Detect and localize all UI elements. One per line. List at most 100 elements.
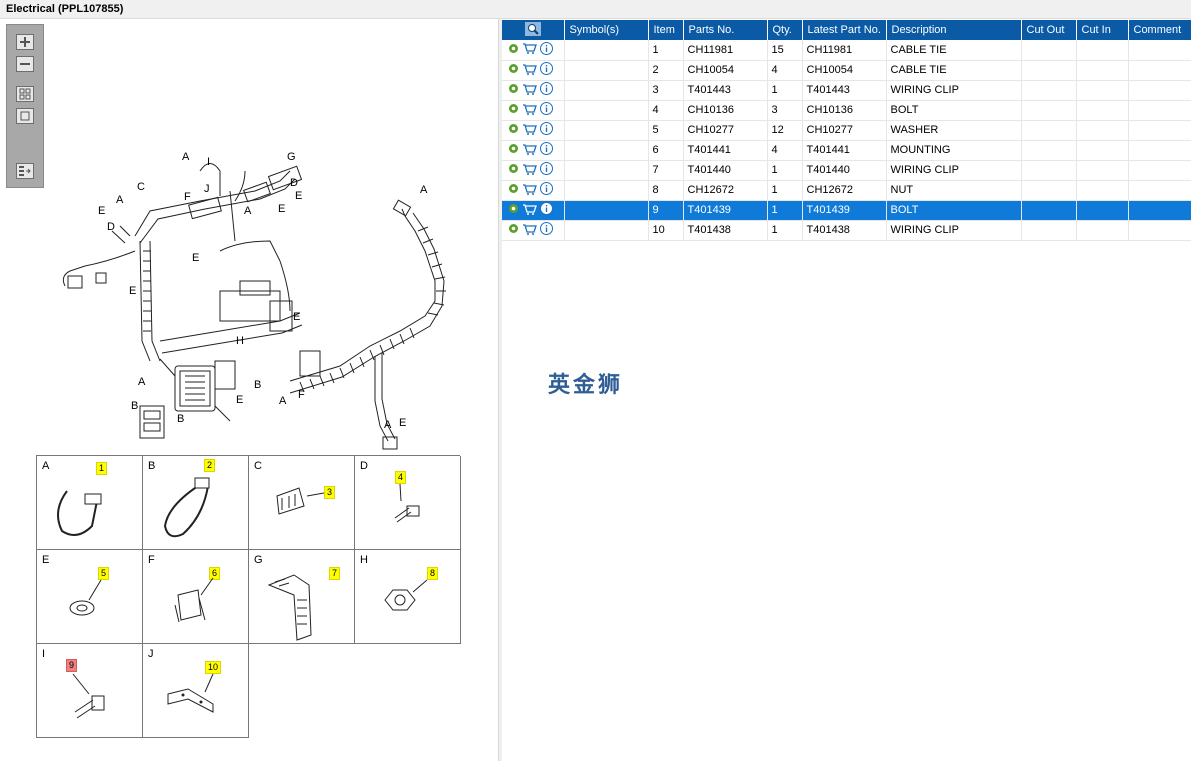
gear-icon[interactable] xyxy=(508,183,519,197)
callout-label[interactable]: B xyxy=(131,400,139,412)
latest-part-no-cell: T401443 xyxy=(802,80,887,101)
callout-label[interactable]: F xyxy=(184,191,191,203)
legend-cell-c[interactable]: C 3 xyxy=(249,456,355,550)
comment-cell xyxy=(1128,220,1191,241)
legend-cell-d[interactable]: D 4 xyxy=(355,456,461,550)
legend-number: 1 xyxy=(96,462,108,475)
info-icon[interactable] xyxy=(540,102,553,118)
list-toggle-button[interactable] xyxy=(16,163,34,179)
column-header-cut-in[interactable]: Cut In xyxy=(1076,20,1129,40)
info-icon[interactable] xyxy=(540,82,553,98)
callout-label[interactable]: A xyxy=(279,395,287,407)
gear-icon[interactable] xyxy=(508,143,519,157)
callout-label[interactable]: G xyxy=(287,151,296,163)
cart-icon[interactable] xyxy=(522,203,537,218)
info-icon[interactable] xyxy=(540,41,553,58)
illustration-pane[interactable]: A I G C J D A F E E D A E E E A E H A B … xyxy=(0,19,498,761)
zoom-in-button[interactable] xyxy=(16,34,34,50)
callout-label[interactable]: A xyxy=(420,184,428,196)
cart-icon[interactable] xyxy=(522,63,537,78)
callout-label[interactable]: F xyxy=(298,389,305,401)
info-icon[interactable] xyxy=(540,182,553,198)
info-icon[interactable] xyxy=(540,162,553,178)
callout-label[interactable]: E xyxy=(98,205,106,217)
callout-label[interactable]: E xyxy=(293,311,301,323)
callout-label[interactable]: H xyxy=(236,335,244,347)
column-header-comment[interactable]: Comment xyxy=(1128,20,1191,40)
callout-label[interactable]: E xyxy=(129,285,137,297)
cart-icon[interactable] xyxy=(522,103,537,118)
fit-all-button[interactable] xyxy=(16,86,34,102)
callout-label[interactable]: A xyxy=(138,376,146,388)
cart-icon[interactable] xyxy=(522,123,537,138)
legend-cell-h[interactable]: H 8 xyxy=(355,550,461,644)
column-header-qty[interactable]: Qty. xyxy=(767,20,803,40)
callout-label[interactable]: E xyxy=(295,190,303,202)
callout-label[interactable]: E xyxy=(399,417,407,429)
zoom-out-button[interactable] xyxy=(16,56,34,72)
legend-cell-g[interactable]: G 7 xyxy=(249,550,355,644)
pane-splitter[interactable] xyxy=(498,19,502,761)
cart-icon[interactable] xyxy=(522,163,537,178)
search-column-header[interactable] xyxy=(502,20,565,40)
callout-label[interactable]: A xyxy=(244,205,252,217)
legend-cell-a[interactable]: A 1 xyxy=(37,456,143,550)
callout-label[interactable]: E xyxy=(192,252,200,264)
actual-size-button[interactable] xyxy=(16,108,34,124)
column-header-symbols[interactable]: Symbol(s) xyxy=(564,20,649,40)
callout-label[interactable]: I xyxy=(207,156,211,168)
legend-cell-f[interactable]: F 6 xyxy=(143,550,249,644)
cart-icon[interactable] xyxy=(522,223,537,238)
info-icon[interactable] xyxy=(540,142,553,158)
gear-icon[interactable] xyxy=(508,103,519,117)
column-header-item[interactable]: Item xyxy=(648,20,684,40)
callout-label[interactable]: B xyxy=(254,379,262,391)
column-header-parts-no[interactable]: Parts No. xyxy=(683,20,768,40)
wiring-harness-diagram[interactable] xyxy=(40,141,460,461)
gear-icon[interactable] xyxy=(508,63,519,77)
info-icon[interactable] xyxy=(540,122,553,138)
comment-cell xyxy=(1128,140,1191,161)
gear-icon[interactable] xyxy=(508,43,519,57)
legend-cell-i[interactable]: I 9 xyxy=(37,644,143,738)
gear-icon[interactable] xyxy=(508,123,519,137)
info-icon[interactable] xyxy=(540,202,553,218)
gear-icon[interactable] xyxy=(508,203,519,217)
row-actions xyxy=(502,40,565,61)
gear-icon[interactable] xyxy=(508,163,519,177)
callout-label[interactable]: A xyxy=(116,194,124,206)
callout-label[interactable]: A xyxy=(182,151,190,163)
cart-icon[interactable] xyxy=(522,83,537,98)
gear-icon[interactable] xyxy=(508,83,519,97)
callout-label[interactable]: D xyxy=(290,177,298,189)
callout-label[interactable]: E xyxy=(236,394,244,406)
column-header-cut-out[interactable]: Cut Out xyxy=(1021,20,1077,40)
legend-cell-j[interactable]: J 10 xyxy=(143,644,249,738)
column-header-description[interactable]: Description xyxy=(886,20,1022,40)
cart-icon[interactable] xyxy=(522,183,537,198)
legend-cell-e[interactable]: E 5 xyxy=(37,550,143,644)
cart-icon[interactable] xyxy=(522,143,537,158)
cart-icon[interactable] xyxy=(522,42,537,57)
callout-label[interactable]: A xyxy=(384,419,392,431)
info-icon[interactable] xyxy=(540,62,553,78)
gear-icon[interactable] xyxy=(508,223,519,237)
callout-label[interactable]: E xyxy=(278,203,286,215)
callout-label[interactable]: D xyxy=(107,221,115,233)
callout-label[interactable]: C xyxy=(137,181,145,193)
info-icon[interactable] xyxy=(540,222,553,238)
callout-label[interactable]: B xyxy=(177,413,185,425)
legend-cell-b[interactable]: B 2 xyxy=(143,456,249,550)
callout-label[interactable]: J xyxy=(204,183,210,195)
column-header-latest-part-no[interactable]: Latest Part No. xyxy=(802,20,887,40)
